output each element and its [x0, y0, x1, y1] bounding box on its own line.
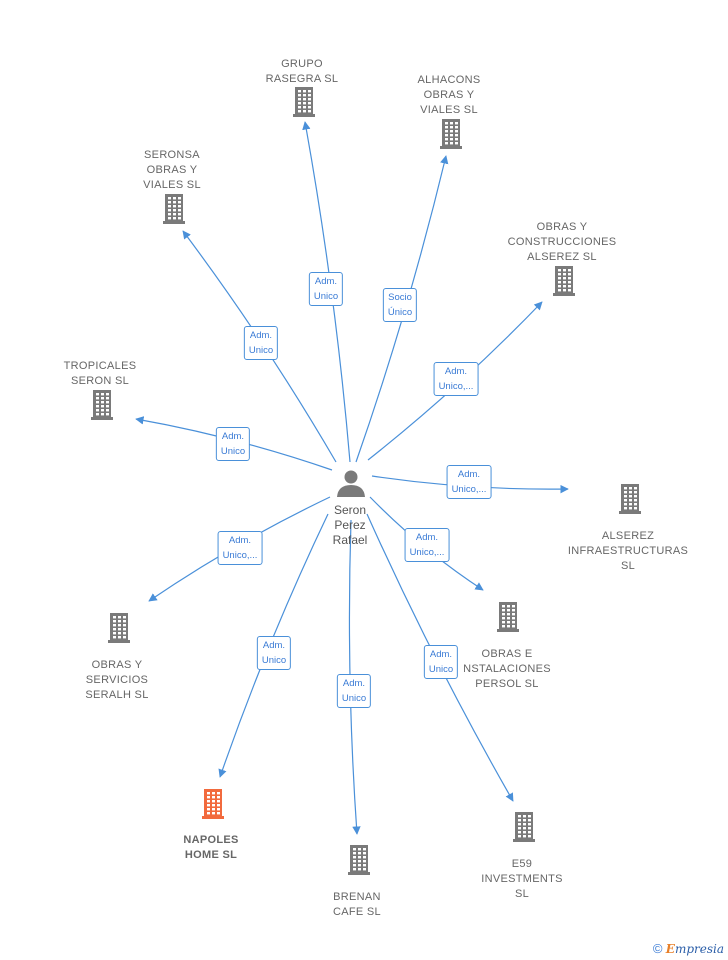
- relation-badge-grupo-rasegra[interactable]: Adm. Unico: [308, 272, 344, 306]
- relation-badge-tropicales-seron[interactable]: Adm. Unico: [215, 427, 251, 461]
- company-label-obras-construcciones-alserez[interactable]: OBRAS Y CONSTRUCCIONES ALSEREZ SL: [507, 221, 617, 263]
- building-icon-obras-instalaciones-persol[interactable]: [497, 602, 519, 632]
- company-label-alserez-infraestructuras[interactable]: ALSEREZ INFRAESTRUCTURAS SL: [567, 530, 689, 572]
- empresia-logo[interactable]: Empresia: [665, 942, 724, 956]
- building-icon-alserez-infraestructuras[interactable]: [619, 484, 641, 514]
- relation-badge-obras-instalaciones-persol[interactable]: Adm. Unico,...: [404, 528, 450, 562]
- building-icon-obras-servicios-serralh[interactable]: [108, 613, 130, 643]
- building-icon-alhacons[interactable]: [440, 119, 462, 149]
- relation-badge-seronsa[interactable]: Adm. Unico: [243, 326, 279, 360]
- company-label-e59-investments[interactable]: E59 INVESTMENTS SL: [481, 858, 563, 900]
- company-label-napoles-home[interactable]: NAPOLES HOME SL: [183, 834, 239, 861]
- building-icon-grupo-rasegra[interactable]: [293, 87, 315, 117]
- relation-badge-alserez-infraestructuras[interactable]: Adm. Unico,...: [446, 465, 492, 499]
- building-icon-napoles-home[interactable]: [202, 789, 224, 819]
- company-label-grupo-rasegra[interactable]: GRUPO RASEGRA SL: [265, 58, 339, 85]
- relation-badge-obras-construcciones-alserez[interactable]: Adm. Unico,...: [433, 362, 479, 396]
- building-icon-tropicales-seron[interactable]: [91, 390, 113, 420]
- company-label-brenan-cafe[interactable]: BRENAN CAFE SL: [333, 891, 381, 918]
- footer-brand: © Empresia: [653, 941, 724, 956]
- building-icon-brenan-cafe[interactable]: [348, 845, 370, 875]
- relation-badge-napoles-home[interactable]: Adm. Unico: [256, 636, 292, 670]
- company-label-seronsa[interactable]: SERONSA OBRAS Y VIALES SL: [143, 149, 201, 191]
- relation-badge-e59-investments[interactable]: Adm. Unico: [423, 645, 459, 679]
- company-label-obras-instalaciones-persol[interactable]: OBRAS E NSTALACIONES PERSOL SL: [463, 648, 551, 690]
- building-icon-obras-construcciones-alserez[interactable]: [553, 266, 575, 296]
- relation-badge-brenan-cafe[interactable]: Adm. Unico: [336, 674, 372, 708]
- relation-badge-alhacons[interactable]: Socio Único: [382, 288, 418, 322]
- building-icon-seronsa[interactable]: [163, 194, 185, 224]
- company-label-tropicales-seron[interactable]: TROPICALES SERON SL: [63, 360, 137, 387]
- copyright-icon: ©: [652, 941, 663, 956]
- company-label-obras-servicios-serralh[interactable]: OBRAS Y SERVICIOS SERALH SL: [85, 659, 149, 701]
- company-label-alhacons[interactable]: ALHACONS OBRAS Y VIALES SL: [417, 74, 481, 116]
- person-icon[interactable]: [337, 470, 365, 498]
- center-person-label[interactable]: Seron Perez Rafael: [332, 503, 368, 547]
- relation-badge-obras-servicios-serralh[interactable]: Adm. Unico,...: [217, 531, 263, 565]
- building-icon-e59-investments[interactable]: [513, 812, 535, 842]
